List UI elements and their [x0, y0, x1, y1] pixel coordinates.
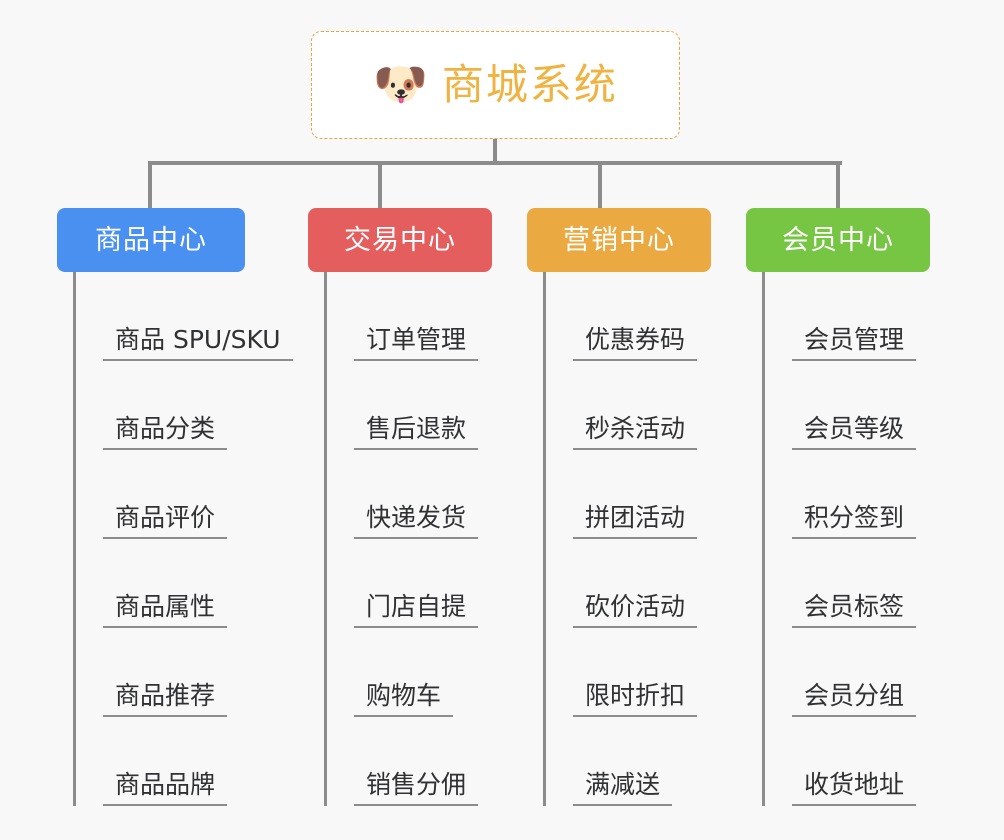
branch-drop-connector — [148, 161, 152, 210]
list-item-label: 订单管理 — [366, 325, 467, 354]
list-item-label: 限时折扣 — [585, 681, 686, 710]
list-item-label: 秒杀活动 — [585, 414, 686, 443]
list-item-underline: 销售分佣 — [354, 770, 479, 806]
list-item[interactable]: 优惠券码 — [546, 272, 711, 361]
list-item[interactable]: 砍价活动 — [546, 539, 711, 628]
list-item-label: 商品推荐 — [115, 681, 216, 710]
list-item[interactable]: 商品品牌 — [76, 717, 245, 806]
category-label: 交易中心 — [344, 224, 456, 256]
category-item-list: 订单管理售后退款快递发货门店自提购物车销售分佣 — [324, 272, 492, 806]
list-item[interactable]: 会员分组 — [765, 628, 930, 717]
list-item[interactable]: 满减送 — [546, 717, 711, 806]
list-item-label: 商品分类 — [115, 414, 216, 443]
root-connector-stem — [493, 139, 497, 163]
list-item-underline: 售后退款 — [354, 414, 479, 450]
list-item-underline: 满减送 — [573, 770, 673, 806]
list-item-underline: 秒杀活动 — [573, 414, 698, 450]
dog-face-emoji: 🐶 — [373, 59, 428, 110]
list-item[interactable]: 商品推荐 — [76, 628, 245, 717]
list-item[interactable]: 购物车 — [327, 628, 492, 717]
list-item[interactable]: 商品分类 — [76, 361, 245, 450]
list-item-label: 满减送 — [585, 770, 661, 799]
category-box-4[interactable]: 会员中心 — [746, 208, 930, 272]
category-label: 商品中心 — [95, 224, 207, 256]
list-item-label: 商品属性 — [115, 592, 216, 621]
category-box-3[interactable]: 营销中心 — [527, 208, 711, 272]
list-item[interactable]: 门店自提 — [327, 539, 492, 628]
root-title: 商城系统 — [441, 60, 618, 109]
category-box-1[interactable]: 商品中心 — [57, 208, 245, 272]
category-item-list: 会员管理会员等级积分签到会员标签会员分组收货地址 — [762, 272, 930, 806]
list-item-underline: 收货地址 — [792, 770, 917, 806]
list-item-underline: 购物车 — [354, 681, 454, 717]
list-item-label: 积分签到 — [804, 503, 905, 532]
list-item-label: 商品 SPU/SKU — [115, 325, 281, 354]
list-item-label: 购物车 — [366, 681, 442, 710]
branch-drop-connector — [378, 161, 382, 210]
list-item-label: 快递发货 — [366, 503, 467, 532]
list-item[interactable]: 拼团活动 — [546, 450, 711, 539]
list-item-underline: 限时折扣 — [573, 681, 698, 717]
list-item-underline: 商品分类 — [103, 414, 228, 450]
branch-column-1: 商品中心商品 SPU/SKU 商品分类商品评价商品属性商品推荐商品品牌 — [57, 208, 293, 806]
category-box-2[interactable]: 交易中心 — [308, 208, 492, 272]
list-item[interactable]: 订单管理 — [327, 272, 492, 361]
list-item-label: 收货地址 — [804, 770, 905, 799]
list-item-underline: 商品属性 — [103, 592, 228, 628]
list-item-label: 销售分佣 — [366, 770, 467, 799]
list-item-label: 会员标签 — [804, 592, 905, 621]
list-item-underline: 拼团活动 — [573, 503, 698, 539]
list-item-underline: 砍价活动 — [573, 592, 698, 628]
list-item-label: 会员等级 — [804, 414, 905, 443]
list-item-label: 商品品牌 — [115, 770, 216, 799]
list-item-underline: 商品品牌 — [103, 770, 228, 806]
list-item-label: 优惠券码 — [585, 325, 686, 354]
branch-drop-connector — [598, 161, 602, 210]
list-item[interactable]: 售后退款 — [327, 361, 492, 450]
list-item[interactable]: 积分签到 — [765, 450, 930, 539]
category-item-list: 优惠券码秒杀活动拼团活动砍价活动限时折扣满减送 — [543, 272, 711, 806]
list-item[interactable]: 会员标签 — [765, 539, 930, 628]
list-item-underline: 门店自提 — [354, 592, 479, 628]
list-item-underline: 会员分组 — [792, 681, 917, 717]
list-item[interactable]: 收货地址 — [765, 717, 930, 806]
root-node[interactable]: 🐶 商城系统 — [311, 31, 680, 139]
list-item[interactable]: 会员等级 — [765, 361, 930, 450]
list-item-label: 商品评价 — [115, 503, 216, 532]
branch-drop-connector — [836, 161, 840, 210]
list-item-underline: 快递发货 — [354, 503, 479, 539]
list-item-label: 会员分组 — [804, 681, 905, 710]
category-label: 会员中心 — [782, 224, 894, 256]
list-item[interactable]: 商品评价 — [76, 450, 245, 539]
list-item-underline: 商品推荐 — [103, 681, 228, 717]
list-item[interactable]: 秒杀活动 — [546, 361, 711, 450]
list-item[interactable]: 商品 SPU/SKU — [76, 272, 293, 361]
branch-column-3: 营销中心优惠券码秒杀活动拼团活动砍价活动限时折扣满减送 — [527, 208, 711, 806]
list-item[interactable]: 快递发货 — [327, 450, 492, 539]
list-item-underline: 会员管理 — [792, 325, 917, 361]
category-item-list: 商品 SPU/SKU 商品分类商品评价商品属性商品推荐商品品牌 — [73, 272, 293, 806]
branch-column-4: 会员中心会员管理会员等级积分签到会员标签会员分组收货地址 — [746, 208, 930, 806]
list-item-underline: 会员标签 — [792, 592, 917, 628]
list-item-label: 砍价活动 — [585, 592, 686, 621]
category-label: 营销中心 — [563, 224, 675, 256]
list-item[interactable]: 限时折扣 — [546, 628, 711, 717]
list-item-label: 拼团活动 — [585, 503, 686, 532]
list-item-label: 会员管理 — [804, 325, 905, 354]
list-item-underline: 订单管理 — [354, 325, 479, 361]
list-item-underline: 会员等级 — [792, 414, 917, 450]
list-item-underline: 积分签到 — [792, 503, 917, 539]
list-item-label: 售后退款 — [366, 414, 467, 443]
branch-column-2: 交易中心订单管理售后退款快递发货门店自提购物车销售分佣 — [308, 208, 492, 806]
list-item[interactable]: 销售分佣 — [327, 717, 492, 806]
list-item-underline: 商品评价 — [103, 503, 228, 539]
list-item-underline: 优惠券码 — [573, 325, 698, 361]
list-item-label: 门店自提 — [366, 592, 467, 621]
list-item[interactable]: 商品属性 — [76, 539, 245, 628]
branch-connector-bus — [150, 161, 842, 165]
list-item[interactable]: 会员管理 — [765, 272, 930, 361]
list-item-underline: 商品 SPU/SKU — [103, 327, 293, 361]
